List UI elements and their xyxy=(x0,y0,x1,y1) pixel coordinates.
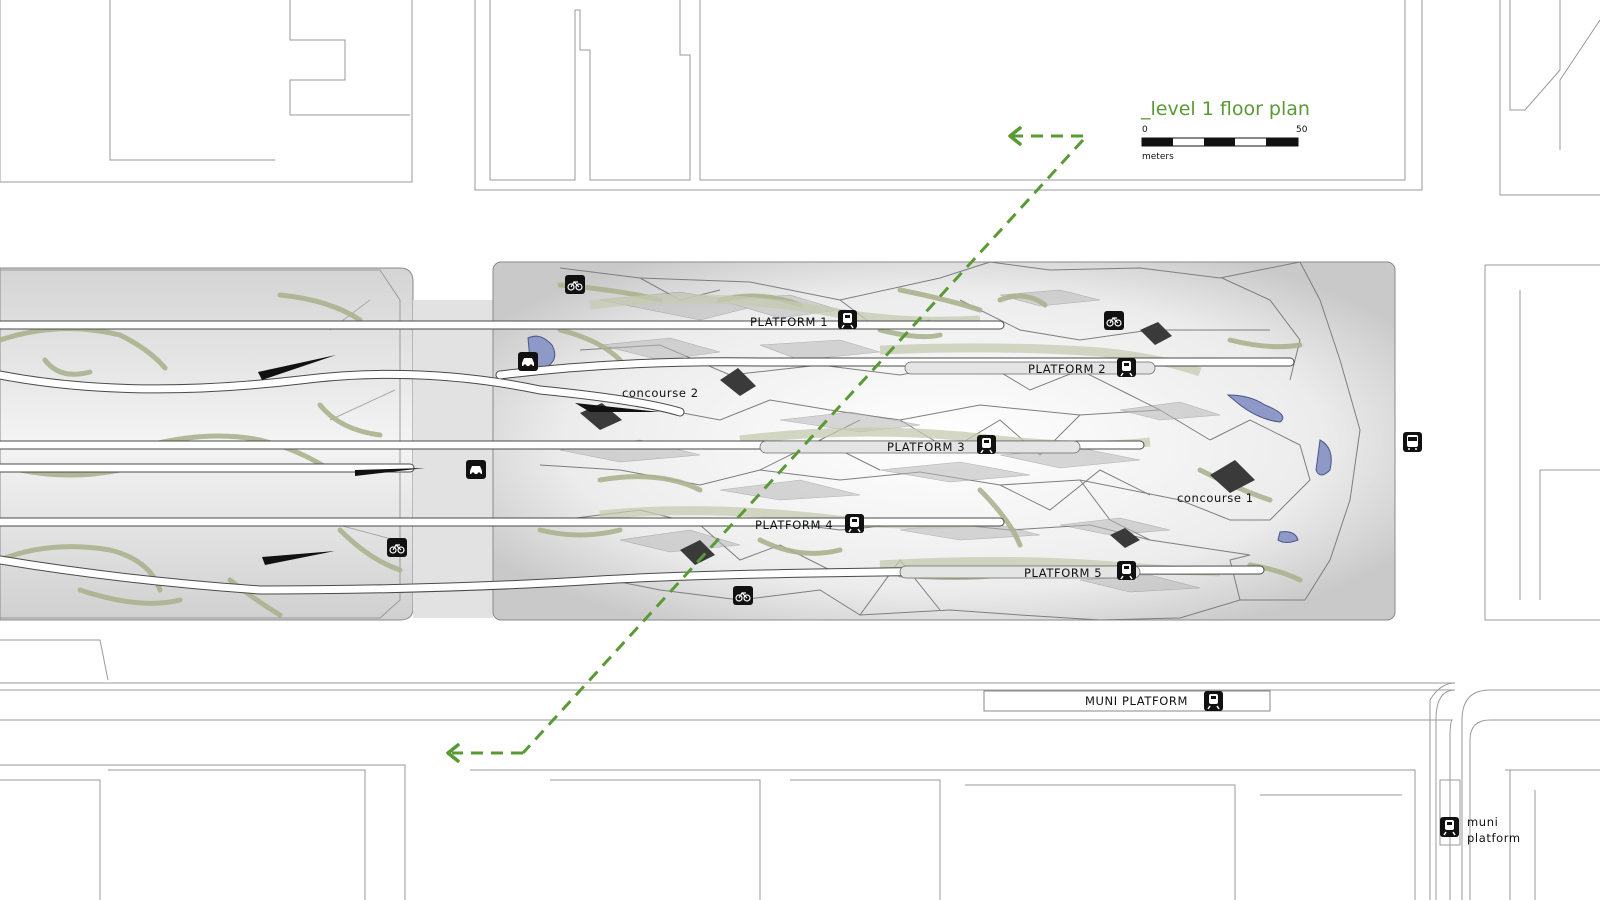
muni-corner-line1: muni xyxy=(1467,815,1498,829)
stairs xyxy=(580,322,1255,565)
platform-rail-icons xyxy=(838,310,1136,580)
concourse-2-label: concourse 2 xyxy=(622,386,699,400)
scale-end: 50 xyxy=(1296,125,1308,135)
bicycle-icon xyxy=(387,538,407,557)
muni-corner-line2: platform xyxy=(1467,831,1521,845)
scale-bar: 0 50 meters xyxy=(1141,125,1308,162)
rail-icon xyxy=(1204,691,1223,711)
rail-icon xyxy=(977,435,996,454)
arrow-left-icon xyxy=(1008,126,1022,146)
rail-icon xyxy=(1440,817,1459,837)
route-arrows xyxy=(446,126,1022,763)
scale-unit: meters xyxy=(1142,152,1174,162)
concourse-1-label: concourse 1 xyxy=(1177,491,1254,505)
taxi-icons xyxy=(466,352,538,479)
wedges xyxy=(258,355,660,565)
muni-corner: muni platform xyxy=(1440,815,1521,845)
route-path xyxy=(452,134,1085,755)
platform-3-label: PLATFORM 3 xyxy=(887,440,965,454)
bus-icon xyxy=(1403,432,1422,452)
platform-2-label: PLATFORM 2 xyxy=(1028,362,1106,376)
bicycle-icons xyxy=(387,275,1124,605)
rail-icon xyxy=(838,310,857,329)
bicycle-icon xyxy=(1104,311,1124,330)
arrow-left-icon xyxy=(446,743,460,763)
muni-platform-label: MUNI PLATFORM xyxy=(1085,694,1188,708)
platform-label-group: PLATFORM 1 PLATFORM 2 PLATFORM 3 PLATFOR… xyxy=(622,315,1254,580)
bicycle-icon xyxy=(565,275,585,294)
scale-start: 0 xyxy=(1142,125,1148,135)
taxi-icon xyxy=(466,460,486,479)
bicycle-icon xyxy=(733,586,753,605)
platform-5-label: PLATFORM 5 xyxy=(1024,566,1102,580)
taxi-icon xyxy=(518,352,538,371)
platform-4-label: PLATFORM 4 xyxy=(755,518,833,532)
accent-shapes xyxy=(527,335,1332,543)
platform-1-label: PLATFORM 1 xyxy=(750,315,828,329)
rail-icon xyxy=(1117,358,1136,377)
plan-title: _level 1 floor plan xyxy=(1140,98,1310,120)
rail-icon xyxy=(845,514,864,533)
muni-platform: MUNI PLATFORM xyxy=(983,690,1271,712)
platform-bars xyxy=(759,361,1156,579)
rail-icon xyxy=(1117,561,1136,580)
